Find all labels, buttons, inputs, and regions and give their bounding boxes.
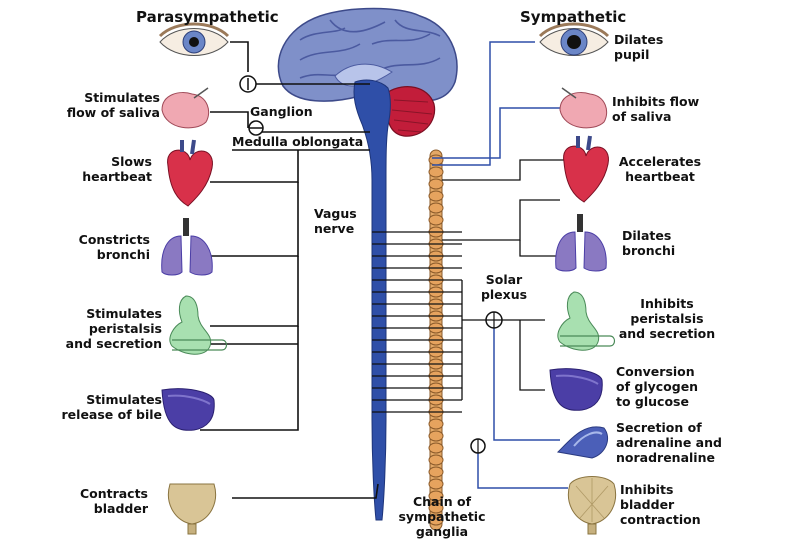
left-effect-heart: Slows heartbeat [82, 154, 152, 184]
sympathetic-ganglion-bead [428, 442, 444, 454]
sympathetic-ganglion-bead [428, 514, 444, 526]
eye-icon [538, 22, 610, 56]
sympathetic-ganglion-bead [428, 502, 444, 514]
sympathetic-ganglion-bead [428, 166, 444, 178]
sympathetic-ganglion-bead [428, 190, 444, 202]
sympathetic-ganglion-bead [428, 430, 444, 442]
ganglion-label: Ganglion [250, 104, 313, 119]
eye-icon [158, 22, 230, 56]
stomach-icon [169, 295, 228, 355]
sympathetic-ganglion-bead [428, 454, 444, 466]
lungs-icon [161, 218, 213, 276]
adrenal-icon [556, 426, 608, 459]
sympathetic-ganglion-bead [428, 478, 444, 490]
sympathetic-blue-pathways [432, 41, 568, 489]
right-effect-adrenaline: Secretion of adrenaline and noradrenalin… [616, 420, 722, 465]
right-effect-bladder: Inhibits bladder contraction [620, 482, 701, 527]
parasympathetic-header: Parasympathetic [136, 8, 279, 26]
medulla-oblongata-label: Medulla oblongata [232, 134, 364, 149]
left-effect-saliva: Stimulates flow of saliva [66, 90, 160, 120]
lungs-icon [555, 214, 607, 272]
sympathetic-ganglion-bead [428, 202, 444, 214]
bladder-icon [168, 483, 216, 535]
bladder-icon [568, 476, 616, 535]
right-effect-peristalsis: Inhibits peristalsis and secretion [618, 296, 716, 341]
left-effect-bile: Stimulates release of bile [61, 392, 162, 422]
sympathetic-ganglion-bead [428, 178, 444, 190]
left-effect-bladder: Contracts bladder [79, 486, 148, 516]
brain-icon [277, 7, 458, 521]
sympathetic-ganglion-bead [428, 418, 444, 430]
left-effect-bronchi: Constricts bronchi [78, 232, 150, 262]
liver-icon [161, 388, 215, 431]
sympathetic-header: Sympathetic [520, 8, 627, 26]
stomach-icon [557, 291, 616, 351]
heart-icon [563, 135, 609, 203]
sympathetic-ganglion-bead [428, 214, 444, 226]
solar-plexus-label: Solar plexus [480, 272, 528, 302]
right-effect-pupil: Dilates pupil [614, 32, 664, 62]
right-effect-bronchi: Dilates bronchi [622, 228, 676, 258]
vagus-nerve-label: Vagus nerve [314, 206, 357, 236]
right-effect-glycogen: Conversion of glycogen to glucose [616, 364, 699, 409]
sympathetic-ganglion-bead [428, 154, 444, 166]
sympathetic-chain-label: Chain of sympathetic ganglia [398, 494, 486, 539]
parasympathetic-pathways [200, 41, 379, 499]
left-effect-peristalsis: Stimulates peristalsis and secretion [65, 306, 162, 351]
heart-icon [167, 139, 213, 207]
salivary-gland-icon [161, 87, 210, 129]
sympathetic-ganglion-bead [428, 490, 444, 502]
right-effect-heart: Accelerates heartbeat [618, 154, 702, 184]
salivary-gland-icon [559, 87, 608, 129]
sympathetic-pathways [372, 159, 570, 413]
right-effect-saliva: Inhibits flow of saliva [612, 94, 700, 124]
sympathetic-ganglion-bead [428, 466, 444, 478]
liver-icon [549, 368, 603, 411]
